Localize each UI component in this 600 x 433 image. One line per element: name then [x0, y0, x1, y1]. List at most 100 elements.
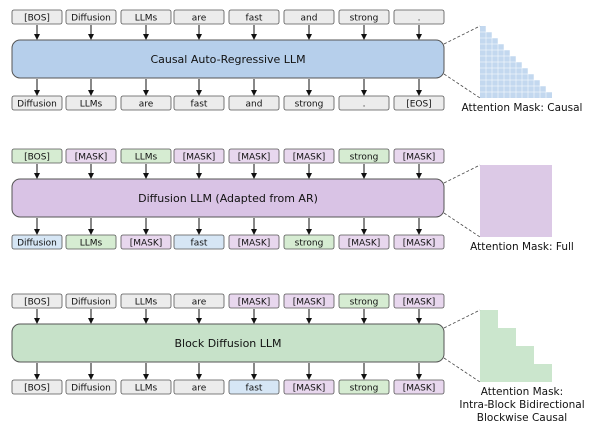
model-block	[11, 323, 445, 363]
output-token: [BOS]	[11, 379, 63, 395]
token-text: and	[246, 100, 263, 110]
token-box	[283, 9, 335, 25]
output-token: are	[173, 379, 225, 395]
input-token: strong	[338, 148, 390, 164]
input-token: [MASK]	[283, 148, 335, 164]
input-token: are	[173, 9, 225, 25]
output-token: Diffusion	[65, 379, 117, 395]
token-box	[65, 379, 117, 395]
token-box	[283, 379, 335, 395]
token-text: LLMs	[80, 239, 103, 249]
token-text: Diffusion	[17, 100, 57, 110]
token-box	[173, 95, 225, 111]
token-text: strong	[350, 298, 379, 308]
output-token: Diffusion	[11, 95, 63, 111]
token-box	[228, 293, 280, 309]
token-box	[338, 234, 390, 250]
attention-mask-caption: Attention Mask: Causal	[448, 102, 596, 115]
token-text: [MASK]	[75, 153, 108, 163]
output-token: are	[120, 95, 172, 111]
token-box	[65, 148, 117, 164]
token-box	[120, 9, 172, 25]
mask-connector	[443, 73, 481, 99]
token-text: [BOS]	[24, 14, 50, 24]
output-token: .	[338, 95, 390, 111]
token-text: are	[139, 100, 154, 110]
token-text: LLMs	[135, 153, 158, 163]
input-token: [MASK]	[393, 293, 445, 309]
input-token: strong	[338, 293, 390, 309]
token-box	[173, 379, 225, 395]
token-box	[393, 234, 445, 250]
token-text: fast	[246, 14, 263, 24]
mask-connector	[443, 309, 481, 329]
token-box	[11, 379, 63, 395]
token-box	[173, 9, 225, 25]
token-box	[228, 148, 280, 164]
token-text: strong	[350, 153, 379, 163]
output-token: [MASK]	[120, 234, 172, 250]
token-box	[65, 9, 117, 25]
mask-connector	[443, 212, 481, 238]
model-block	[11, 178, 445, 218]
output-token: strong	[338, 379, 390, 395]
input-token: .	[393, 9, 445, 25]
token-box	[11, 293, 63, 309]
token-box	[173, 148, 225, 164]
input-token: [BOS]	[11, 9, 63, 25]
token-box	[11, 234, 63, 250]
token-text: [MASK]	[183, 153, 216, 163]
token-text: Diffusion	[71, 14, 111, 24]
token-box	[338, 95, 390, 111]
token-text: [BOS]	[24, 384, 50, 394]
token-text: are	[192, 384, 207, 394]
input-token: [MASK]	[228, 148, 280, 164]
output-token: [MASK]	[228, 234, 280, 250]
token-text: Diffusion	[71, 384, 111, 394]
token-box	[338, 148, 390, 164]
token-text: fast	[191, 239, 208, 249]
output-token: [MASK]	[393, 379, 445, 395]
token-text: are	[192, 14, 207, 24]
token-text: [BOS]	[24, 298, 50, 308]
output-token: LLMs	[65, 95, 117, 111]
token-text: are	[192, 298, 207, 308]
output-token: fast	[228, 379, 280, 395]
token-text: [MASK]	[293, 153, 326, 163]
output-token: strong	[283, 95, 335, 111]
input-token: [BOS]	[11, 148, 63, 164]
token-text: Diffusion	[17, 239, 57, 249]
token-text: [BOS]	[24, 153, 50, 163]
attention-mask-caption: Attention Mask:Intra-Block Bidirectional…	[448, 386, 596, 425]
token-text: strong	[295, 100, 324, 110]
token-box	[338, 379, 390, 395]
output-token: and	[228, 95, 280, 111]
token-text: [MASK]	[130, 239, 163, 249]
model-block-label: Block Diffusion LLM	[174, 337, 281, 350]
input-token: [MASK]	[228, 293, 280, 309]
mask-connector	[443, 164, 481, 184]
token-text: [MASK]	[293, 298, 326, 308]
caption-line: Attention Mask:	[480, 386, 564, 398]
token-box	[228, 95, 280, 111]
input-token: LLMs	[120, 9, 172, 25]
output-token: [EOS]	[393, 95, 445, 111]
token-box	[120, 234, 172, 250]
output-token: [MASK]	[338, 234, 390, 250]
input-token: fast	[228, 9, 280, 25]
token-text: and	[301, 14, 318, 24]
token-box	[120, 95, 172, 111]
token-box	[65, 293, 117, 309]
output-token: fast	[173, 234, 225, 250]
model-block-label: Diffusion LLM (Adapted from AR)	[138, 192, 318, 205]
token-text: [MASK]	[238, 153, 271, 163]
token-text: fast	[191, 100, 208, 110]
mask-connector	[443, 357, 481, 383]
token-box	[338, 9, 390, 25]
token-text: fast	[246, 384, 263, 394]
token-text: LLMs	[135, 298, 158, 308]
token-box	[283, 234, 335, 250]
token-box	[120, 379, 172, 395]
